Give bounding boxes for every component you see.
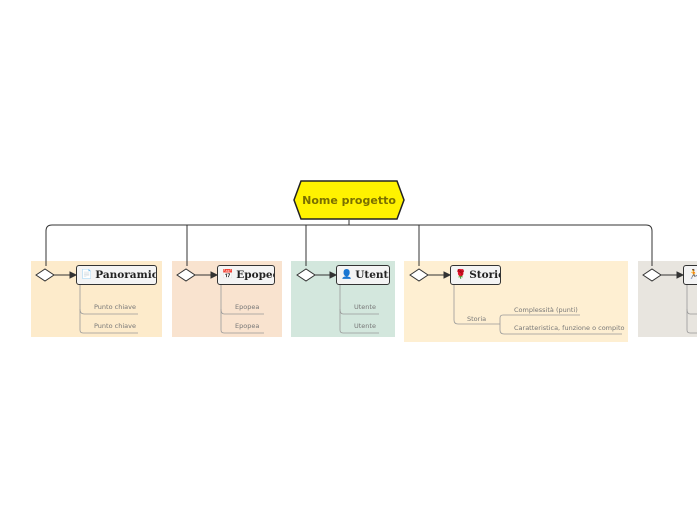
list-item[interactable]: Storia	[467, 315, 487, 323]
collapse-diamond-panoramica	[35, 268, 55, 282]
user-icon: 👤	[341, 270, 353, 280]
calendar-icon: 📅	[222, 270, 234, 280]
root-label: Nome progetto	[302, 193, 396, 207]
collapse-diamond-extra	[642, 268, 662, 282]
topic-extra[interactable]: 🏃	[683, 265, 697, 285]
topic-panoramica[interactable]: 📄 Panoramica	[76, 265, 157, 285]
topic-label: Epopee	[236, 269, 275, 281]
topic-label: Panoramica	[95, 269, 156, 281]
list-item[interactable]: Utente	[354, 303, 376, 311]
list-item[interactable]: Complessità (punti)	[514, 306, 578, 314]
list-item[interactable]: Punto chiave	[94, 303, 136, 311]
collapse-diamond-utenti	[296, 268, 316, 282]
topic-label: Storie	[469, 269, 500, 281]
list-item[interactable]: Epopea	[235, 303, 260, 311]
root-node[interactable]: Nome progetto	[293, 180, 405, 220]
root-hexagon	[293, 180, 405, 220]
list-item[interactable]: Epopea	[235, 322, 260, 330]
topic-utenti[interactable]: 👤 Utenti	[336, 265, 390, 285]
runner-icon: 🏃	[688, 270, 697, 280]
list-item[interactable]: Caratteristica, funzione o compito	[514, 324, 625, 332]
rose-icon: 🌹	[455, 270, 467, 280]
topic-label: Utenti	[355, 269, 390, 281]
topic-storie[interactable]: 🌹 Storie	[450, 265, 501, 285]
collapse-diamond-storie	[409, 268, 429, 282]
topic-epopee[interactable]: 📅 Epopee	[217, 265, 275, 285]
collapse-diamond-epopee	[176, 268, 196, 282]
list-item[interactable]: Utente	[354, 322, 376, 330]
list-item[interactable]: Punto chiave	[94, 322, 136, 330]
document-icon: 📄	[81, 270, 93, 280]
